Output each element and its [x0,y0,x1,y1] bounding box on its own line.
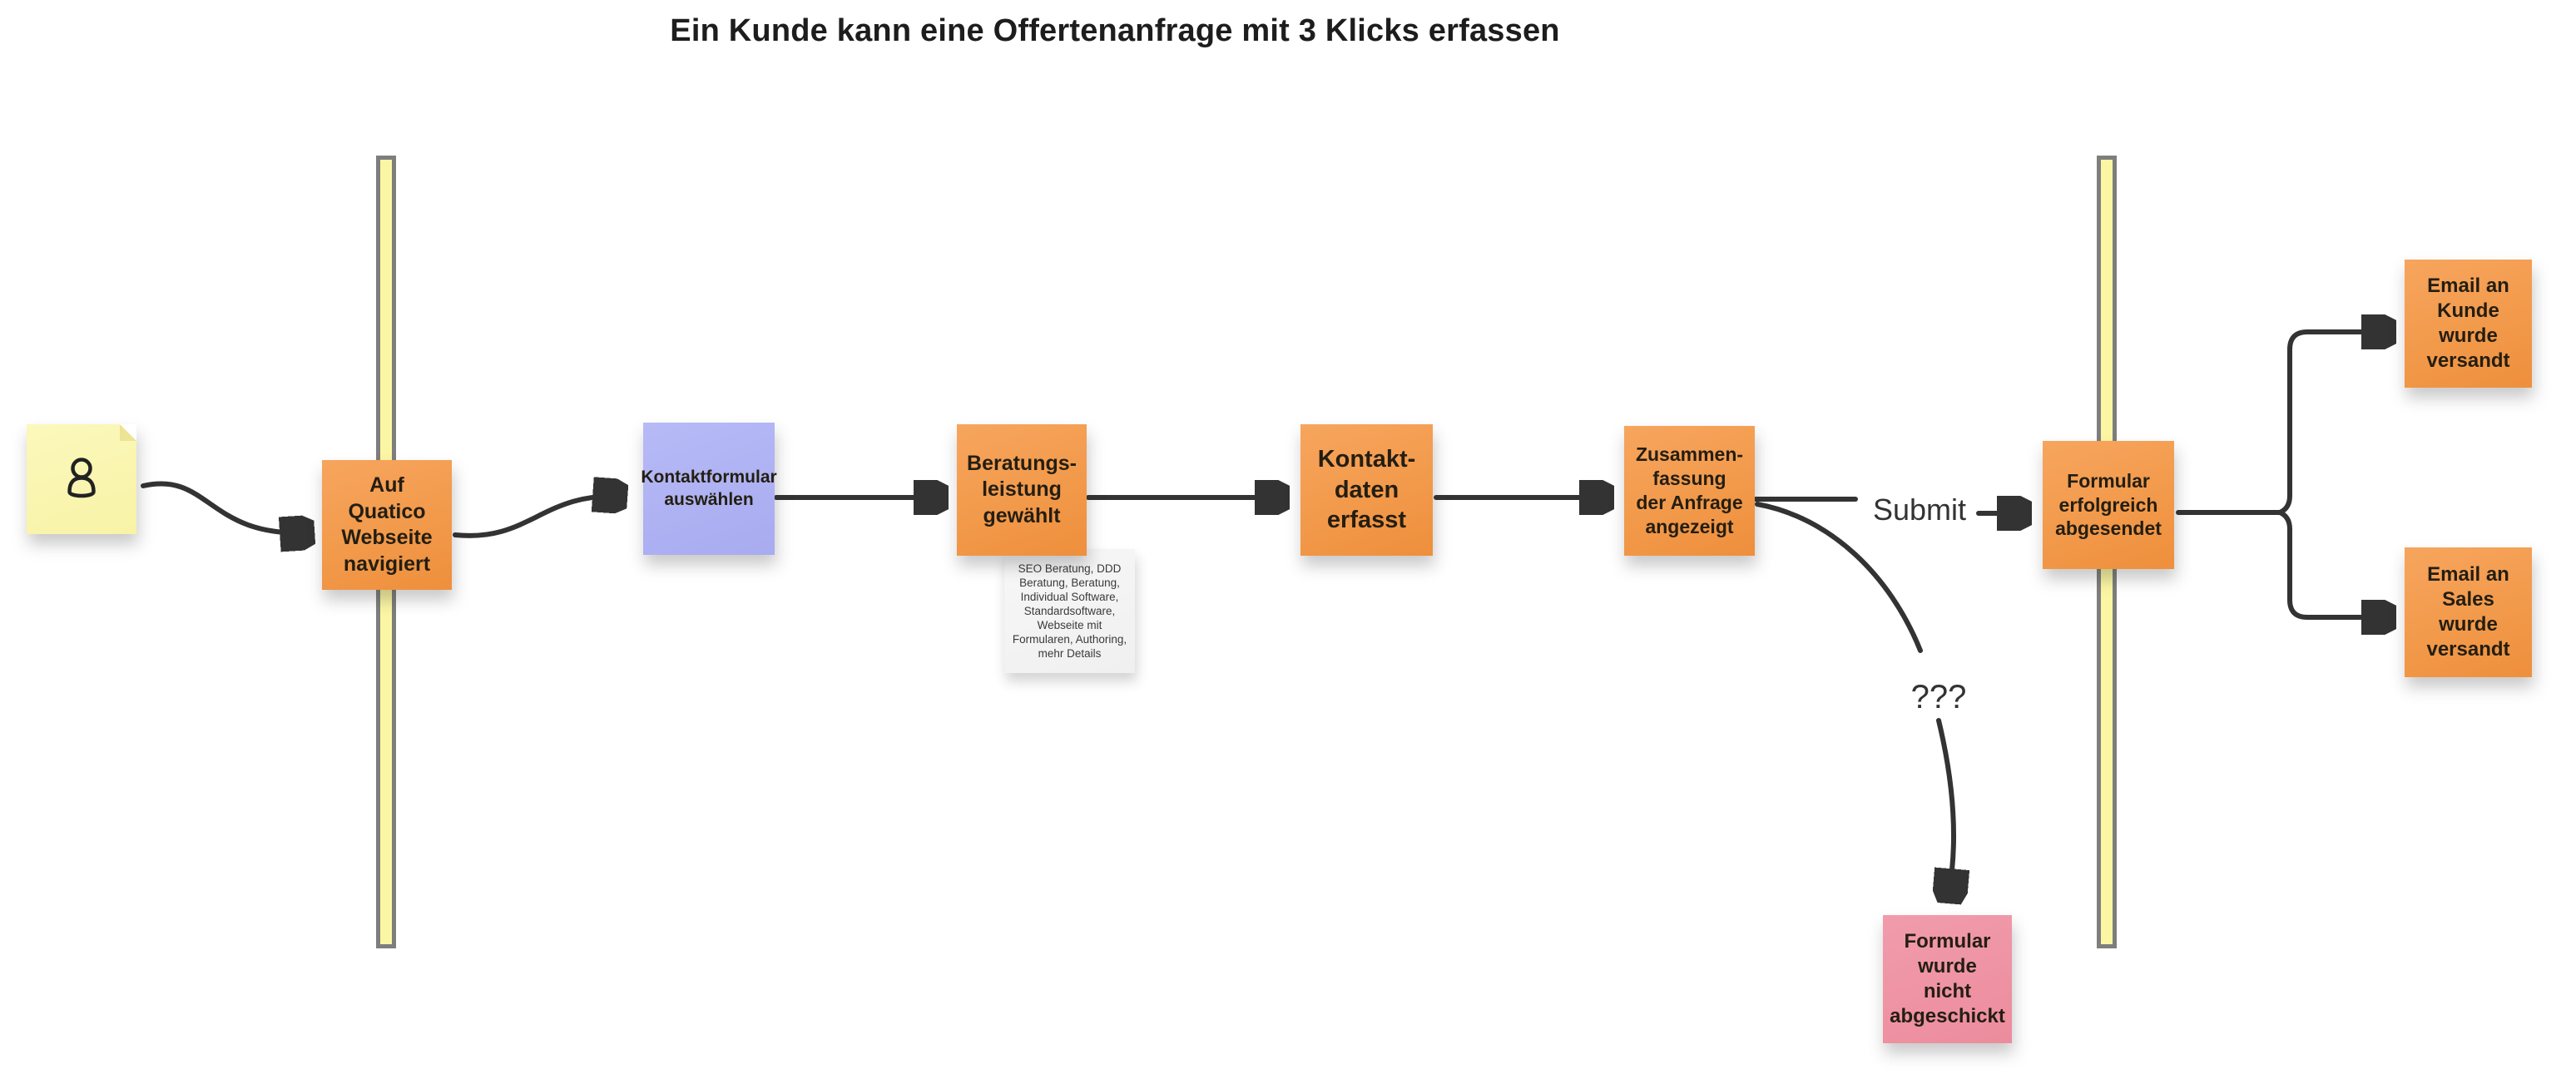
sticky-note-text: Zusammen- fassung der Anfrage angezeigt [1635,443,1744,537]
connector-question-to-form-not-sent[interactable] [1939,718,1954,900]
person-icon [67,458,96,498]
sticky-note-text: Kontakt- daten erfasst [1317,446,1416,534]
sticky-note-text: Kontaktformular auswählen [641,468,777,509]
sticky-note-text: Formular erfolgreich abgesendet [2055,469,2162,540]
sticky-note-service-options[interactable]: SEO Beratung, DDD Beratung, Beratung, In… [1004,549,1135,673]
connector-fork-to-email-sales[interactable] [2277,510,2393,617]
sticky-note-summary-shown[interactable]: Zusammen- fassung der Anfrage angezeigt [1624,426,1755,556]
sticky-note-form-sent[interactable]: Formular erfolgreich abgesendet [2043,441,2174,569]
sticky-note-text: Formular wurde nicht abgeschickt [1890,929,2005,1028]
connector-actor-to-navigated[interactable] [141,481,311,532]
sticky-note-text: SEO Beratung, DDD Beratung, Beratung, In… [1012,562,1127,660]
sticky-note-service-selected[interactable]: Beratungs- leistung gewählt [957,424,1087,556]
sticky-note-email-sales[interactable]: Email an Sales wurde versandt [2405,547,2532,677]
sticky-note-text: Email an Sales wurde versandt [2426,562,2510,661]
connector-label-submit[interactable]: Submit [1872,492,1967,527]
connector-navigated-to-select-form[interactable] [453,496,624,538]
connector-fork-to-email-customer[interactable] [2277,332,2393,515]
sticky-note-text: Beratungs- leistung gewählt [967,451,1077,527]
sticky-note-text: Auf Quatico Webseite navigiert [341,473,433,576]
sticky-note-actor[interactable] [27,424,136,534]
sticky-note-contact-entered[interactable]: Kontakt- daten erfasst [1300,424,1433,556]
connector-label-question[interactable]: ??? [1910,679,1967,715]
sticky-note-select-form[interactable]: Kontaktformular auswählen [641,423,777,555]
sticky-note-navigated[interactable]: Auf Quatico Webseite navigiert [322,460,452,590]
sticky-note-form-not-sent[interactable]: Formular wurde nicht abgeschickt [1883,915,2012,1043]
sticky-note-email-customer[interactable]: Email an Kunde wurde versandt [2405,260,2532,388]
corner-fold [120,424,136,441]
page-title[interactable]: Ein Kunde kann eine Offertenanfrage mit … [670,13,1560,48]
connector-summary-to-question-label[interactable] [1755,502,1923,653]
sticky-note-text: Email an Kunde wurde versandt [2426,274,2510,373]
